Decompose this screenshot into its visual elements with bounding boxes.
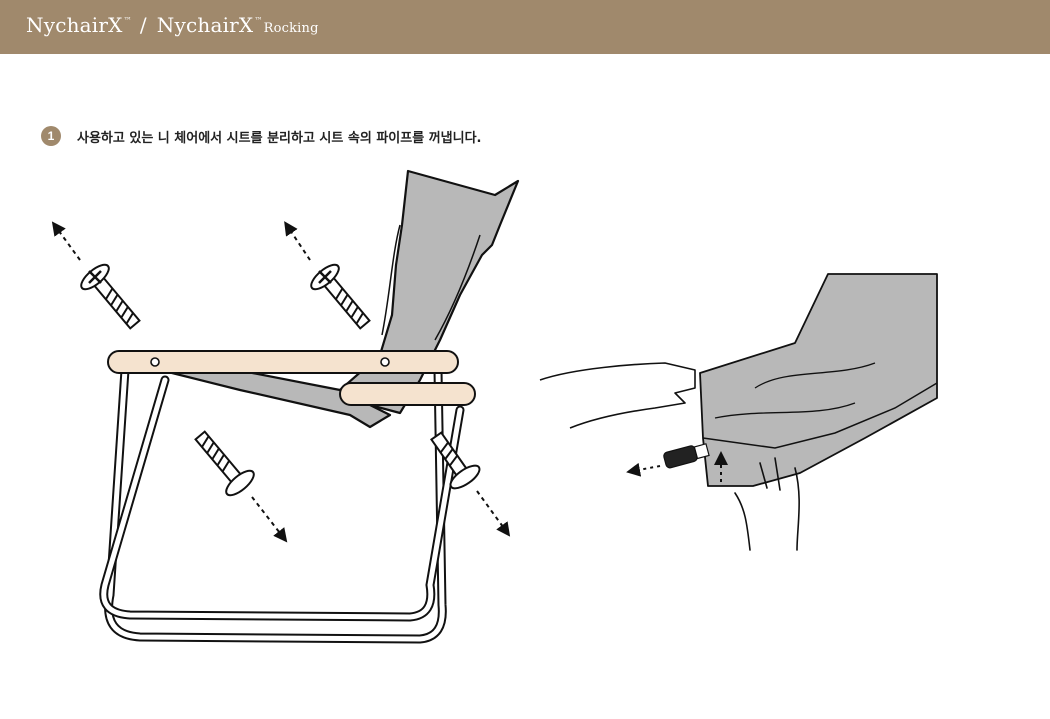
step-number-badge: 1 — [41, 126, 61, 146]
brand-title: NychairX™/NychairX™Rocking — [26, 13, 319, 37]
pipe-removal-icon — [539, 273, 938, 551]
brand-separator: / — [139, 13, 147, 37]
header-bar: NychairX™/NychairX™Rocking — [0, 0, 1050, 54]
chair-disassembly-icon — [51, 169, 520, 644]
brand-subtitle: Rocking — [263, 21, 319, 36]
trademark-mark: ™ — [254, 16, 263, 25]
step-instruction: 1 사용하고 있는 니 체어에서 시트를 분리하고 시트 속의 파이프를 꺼냅니… — [41, 126, 481, 146]
brand-name-1: NychairX — [26, 13, 123, 37]
trademark-mark: ™ — [123, 16, 132, 25]
step-text: 사용하고 있는 니 체어에서 시트를 분리하고 시트 속의 파이프를 꺼냅니다. — [77, 130, 482, 146]
brand-name-2: NychairX — [156, 13, 254, 37]
